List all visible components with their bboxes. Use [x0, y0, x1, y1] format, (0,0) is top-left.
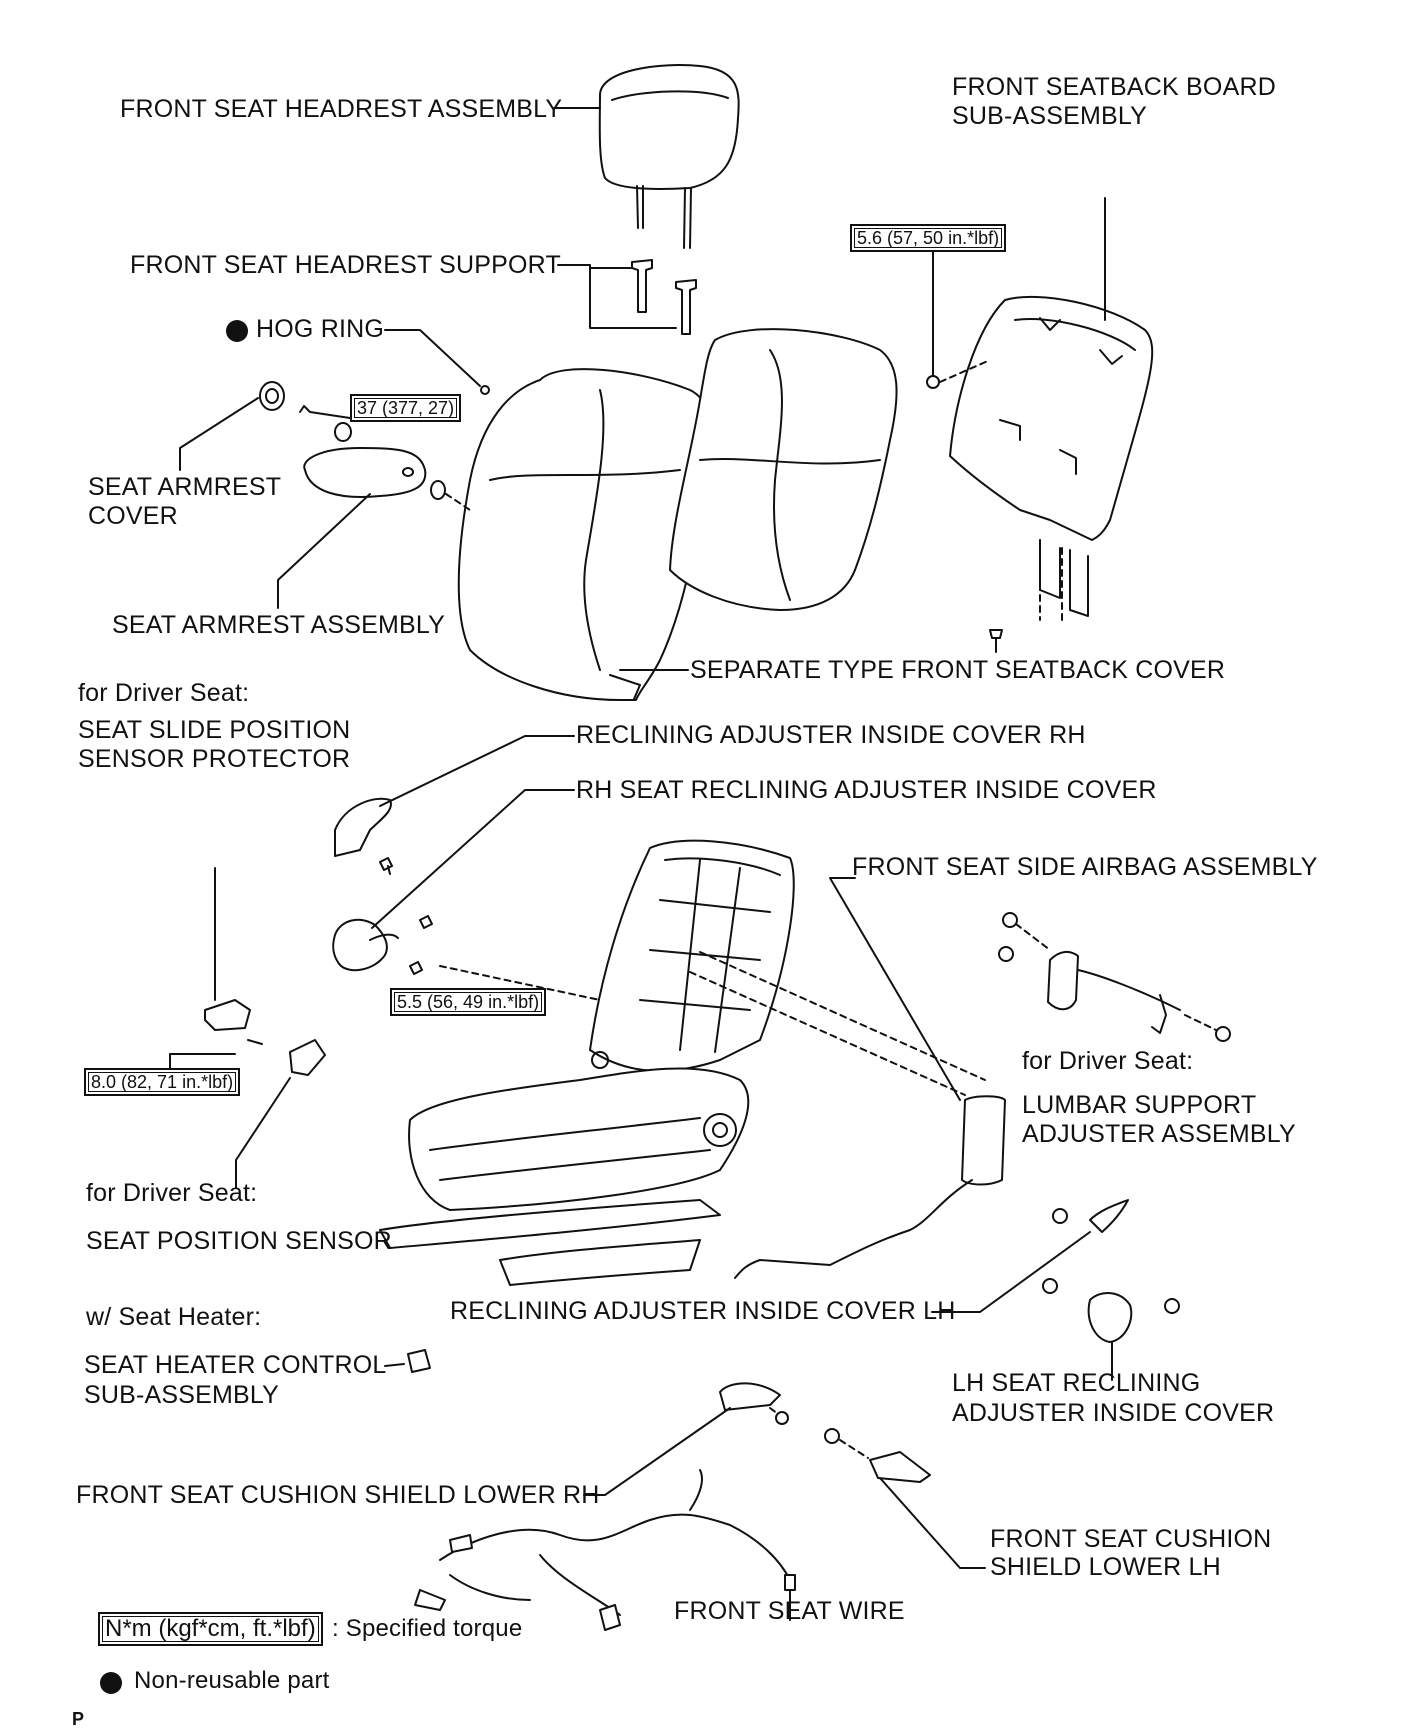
label-hog-ring: HOG RING: [256, 315, 384, 343]
legend-torque-text: : Specified torque: [332, 1615, 523, 1642]
torque-armrest-bolt: 37 (377, 27): [350, 394, 462, 422]
legend-torque-box: N*m (kgf*cm, ft.*lbf): [98, 1612, 323, 1646]
label-cushion-shield-lh-2: SHIELD LOWER LH: [990, 1553, 1221, 1581]
torque-recliner-bolt: 5.5 (56, 49 in.*lbf): [390, 988, 547, 1016]
label-heater-control-1: SEAT HEATER CONTROL: [84, 1351, 387, 1379]
label-heater-control-2: SUB-ASSEMBLY: [84, 1381, 280, 1409]
armrest-cover-part: [259, 381, 285, 411]
lumbar-support-part: [998, 912, 1231, 1042]
label-lumbar-2: ADJUSTER ASSEMBLY: [1022, 1120, 1296, 1148]
torque-board-nut: 5.6 (57, 50 in.*lbf): [850, 224, 1007, 252]
seat-frame-part: [379, 839, 795, 1286]
label-armrest-assembly: SEAT ARMREST ASSEMBLY: [112, 611, 446, 639]
label-driver-seat-2: for Driver Seat:: [1022, 1047, 1194, 1075]
non-reusable-dot-hog-ring: [226, 320, 248, 342]
label-reclining-cover-lh: RECLINING ADJUSTER INSIDE COVER LH: [450, 1297, 956, 1325]
label-rh-reclining-cover: RH SEAT RECLINING ADJUSTER INSIDE COVER: [576, 776, 1157, 804]
label-lh-reclining-cover-2: ADJUSTER INSIDE COVER: [952, 1399, 1275, 1427]
label-slide-sensor-protector-1: SEAT SLIDE POSITION: [78, 716, 351, 744]
label-seat-heater: w/ Seat Heater:: [86, 1303, 262, 1331]
seat-wire-part: [414, 1469, 796, 1631]
label-slide-sensor-protector-2: SENSOR PROTECTOR: [78, 745, 351, 773]
label-seatback-board-2: SUB-ASSEMBLY: [952, 102, 1148, 130]
seatback-rear-part: [669, 328, 898, 611]
label-seatback-cover: SEPARATE TYPE FRONT SEATBACK COVER: [690, 656, 1226, 684]
label-cushion-shield-lh-1: FRONT SEAT CUSHION: [990, 1525, 1272, 1553]
label-armrest-cover-1: SEAT ARMREST: [88, 473, 282, 501]
label-reclining-cover-rh: RECLINING ADJUSTER INSIDE COVER RH: [576, 721, 1086, 749]
seatback-board-part: [949, 295, 1154, 626]
headrest-support-part: [631, 259, 697, 335]
label-armrest-cover-2: COVER: [88, 502, 178, 530]
footer-mark: P: [72, 1709, 85, 1729]
label-lh-reclining-cover-1: LH SEAT RECLINING: [952, 1369, 1201, 1397]
label-side-airbag: FRONT SEAT SIDE AIRBAG ASSEMBLY: [852, 853, 1318, 881]
label-driver-seat-1: for Driver Seat:: [78, 679, 250, 707]
label-headrest-support: FRONT SEAT HEADREST SUPPORT: [130, 251, 561, 279]
armrest-part: [303, 447, 471, 511]
side-airbag-part: [734, 1095, 1006, 1279]
label-seatback-board-1: FRONT SEATBACK BOARD: [952, 73, 1276, 101]
headrest-part: [598, 64, 740, 249]
label-lumbar-1: LUMBAR SUPPORT: [1022, 1091, 1257, 1119]
legend-non-reusable-text: Non-reusable part: [134, 1667, 330, 1694]
label-cushion-shield-rh: FRONT SEAT CUSHION SHIELD LOWER RH: [76, 1481, 600, 1509]
legend-non-reusable-dot: [100, 1672, 122, 1694]
label-position-sensor: SEAT POSITION SENSOR: [86, 1227, 392, 1255]
label-headrest: FRONT SEAT HEADREST ASSEMBLY: [120, 95, 563, 123]
label-driver-seat-3: for Driver Seat:: [86, 1179, 258, 1207]
label-seat-wire: FRONT SEAT WIRE: [674, 1597, 905, 1625]
seatback-cover-part: [457, 368, 710, 701]
torque-sensor-bolt: 8.0 (82, 71 in.*lbf): [84, 1068, 241, 1096]
